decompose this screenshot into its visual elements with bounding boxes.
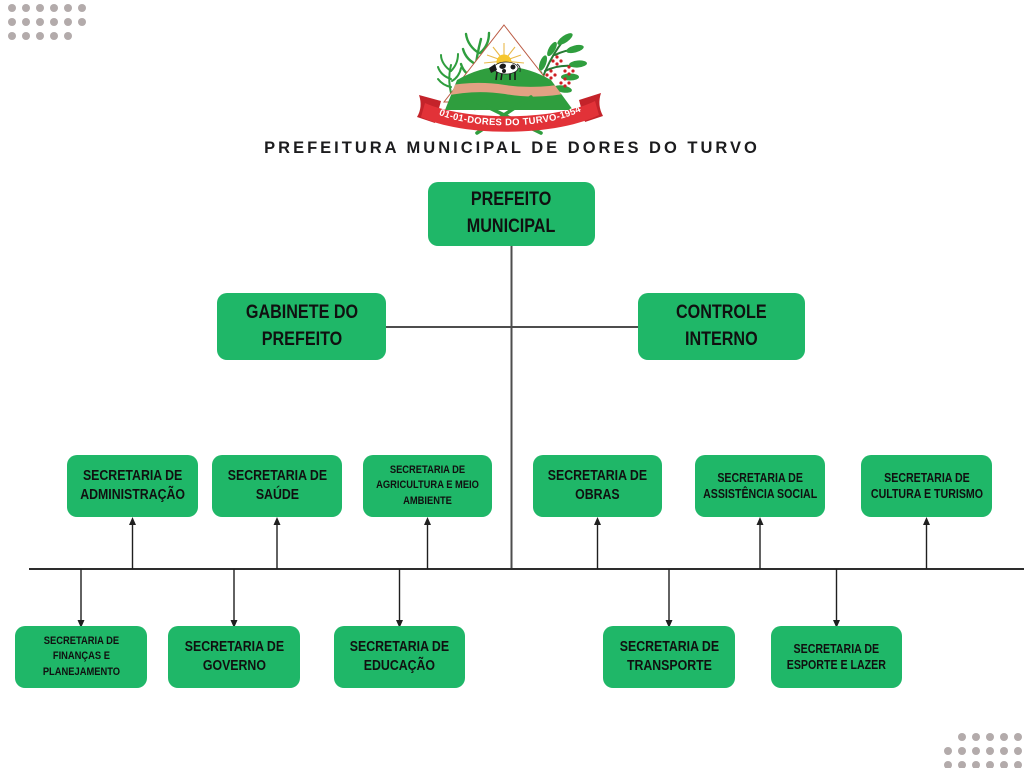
node-secretaria-obras: SECRETARIA DE OBRAS: [533, 455, 662, 517]
river-band: [445, 82, 573, 97]
node-label-line: INTERNO: [685, 328, 758, 350]
node-label-line: SECRETARIA DE: [717, 470, 803, 485]
node-label-line: AGRICULTURA E MEIO: [376, 479, 479, 492]
node-secretaria-administracao: SECRETARIA DE ADMINISTRAÇÃO: [67, 455, 198, 517]
node-label-line: SECRETARIA DE: [349, 639, 450, 656]
node-label-line: SECRETARIA DE: [883, 470, 970, 485]
node-secretaria-saude: SECRETARIA DE SAÚDE: [212, 455, 342, 517]
page-title: PREFEITURA MUNICIPAL DE DORES DO TURVO: [264, 139, 760, 157]
node-label-line: SECRETARIA DE: [547, 468, 648, 485]
node-label-line: PLANEJAMENTO: [42, 665, 120, 678]
node-label-line: ADMINISTRAÇÃO: [80, 487, 185, 503]
node-label-line: SECRETARIA DE: [227, 468, 327, 485]
node-label-line: SAÚDE: [255, 487, 299, 503]
dots-decoration-top-left: [8, 4, 86, 40]
node-label-line: SECRETARIA DE: [43, 634, 119, 647]
cow-icon: [489, 61, 521, 81]
node-label-line: MUNICIPAL: [467, 216, 556, 237]
node-label-line: ESPORTE E LAZER: [786, 658, 887, 672]
node-secretaria-transporte: SECRETARIA DE TRANSPORTE: [603, 626, 735, 688]
node-label-line: EDUCAÇÃO: [363, 658, 436, 674]
node-label-line: PREFEITO: [261, 328, 342, 350]
node-label-line: TRANSPORTE: [626, 658, 712, 674]
node-label-line: OBRAS: [575, 487, 620, 503]
node-secretaria-agricultura-meio-ambiente: SECRETARIA DE AGRICULTURA E MEIO AMBIENTE: [363, 455, 492, 517]
node-label-line: ASSISTÊNCIA SOCIAL: [702, 487, 818, 501]
node-label-line: AMBIENTE: [403, 494, 452, 507]
node-secretaria-cultura-turismo: SECRETARIA DE CULTURA E TURISMO: [861, 455, 992, 517]
node-secretaria-governo: SECRETARIA DE GOVERNO: [168, 626, 300, 688]
node-secretaria-financas-planejamento: SECRETARIA DE FINANÇAS E PLANEJAMENTO: [15, 626, 147, 688]
node-label-line: SECRETARIA DE: [184, 639, 284, 656]
node-prefeito-municipal: PREFEITO MUNICIPAL: [428, 182, 595, 246]
node-secretaria-educacao: SECRETARIA DE EDUCAÇÃO: [334, 626, 465, 688]
node-label-line: SECRETARIA DE: [793, 641, 880, 656]
node-label-line: SECRETARIA DE: [82, 468, 183, 485]
node-label-line: CONTROLE: [676, 301, 767, 323]
node-label-line: GABINETE DO: [245, 301, 358, 323]
node-label-line: SECRETARIA DE: [619, 639, 719, 656]
node-label-line: GOVERNO: [202, 658, 266, 674]
node-secretaria-esporte-lazer: SECRETARIA DE ESPORTE E LAZER: [771, 626, 902, 688]
dots-decoration-bottom-right: [944, 733, 1022, 768]
node-label-line: PREFEITO: [471, 189, 552, 211]
node-label-line: CULTURA E TURISMO: [870, 487, 983, 501]
left-plant-icon: [437, 53, 462, 102]
node-label-line: SECRETARIA DE: [389, 463, 466, 476]
node-gabinete-do-prefeito: GABINETE DO PREFEITO: [217, 293, 386, 360]
node-controle-interno: CONTROLE INTERNO: [638, 293, 805, 360]
municipal-crest-logo: 01-01-DORES DO TURVO-1954: [417, 24, 603, 135]
node-secretaria-assistencia-social: SECRETARIA DE ASSISTÊNCIA SOCIAL: [695, 455, 825, 517]
node-label-line: FINANÇAS E: [52, 650, 110, 663]
